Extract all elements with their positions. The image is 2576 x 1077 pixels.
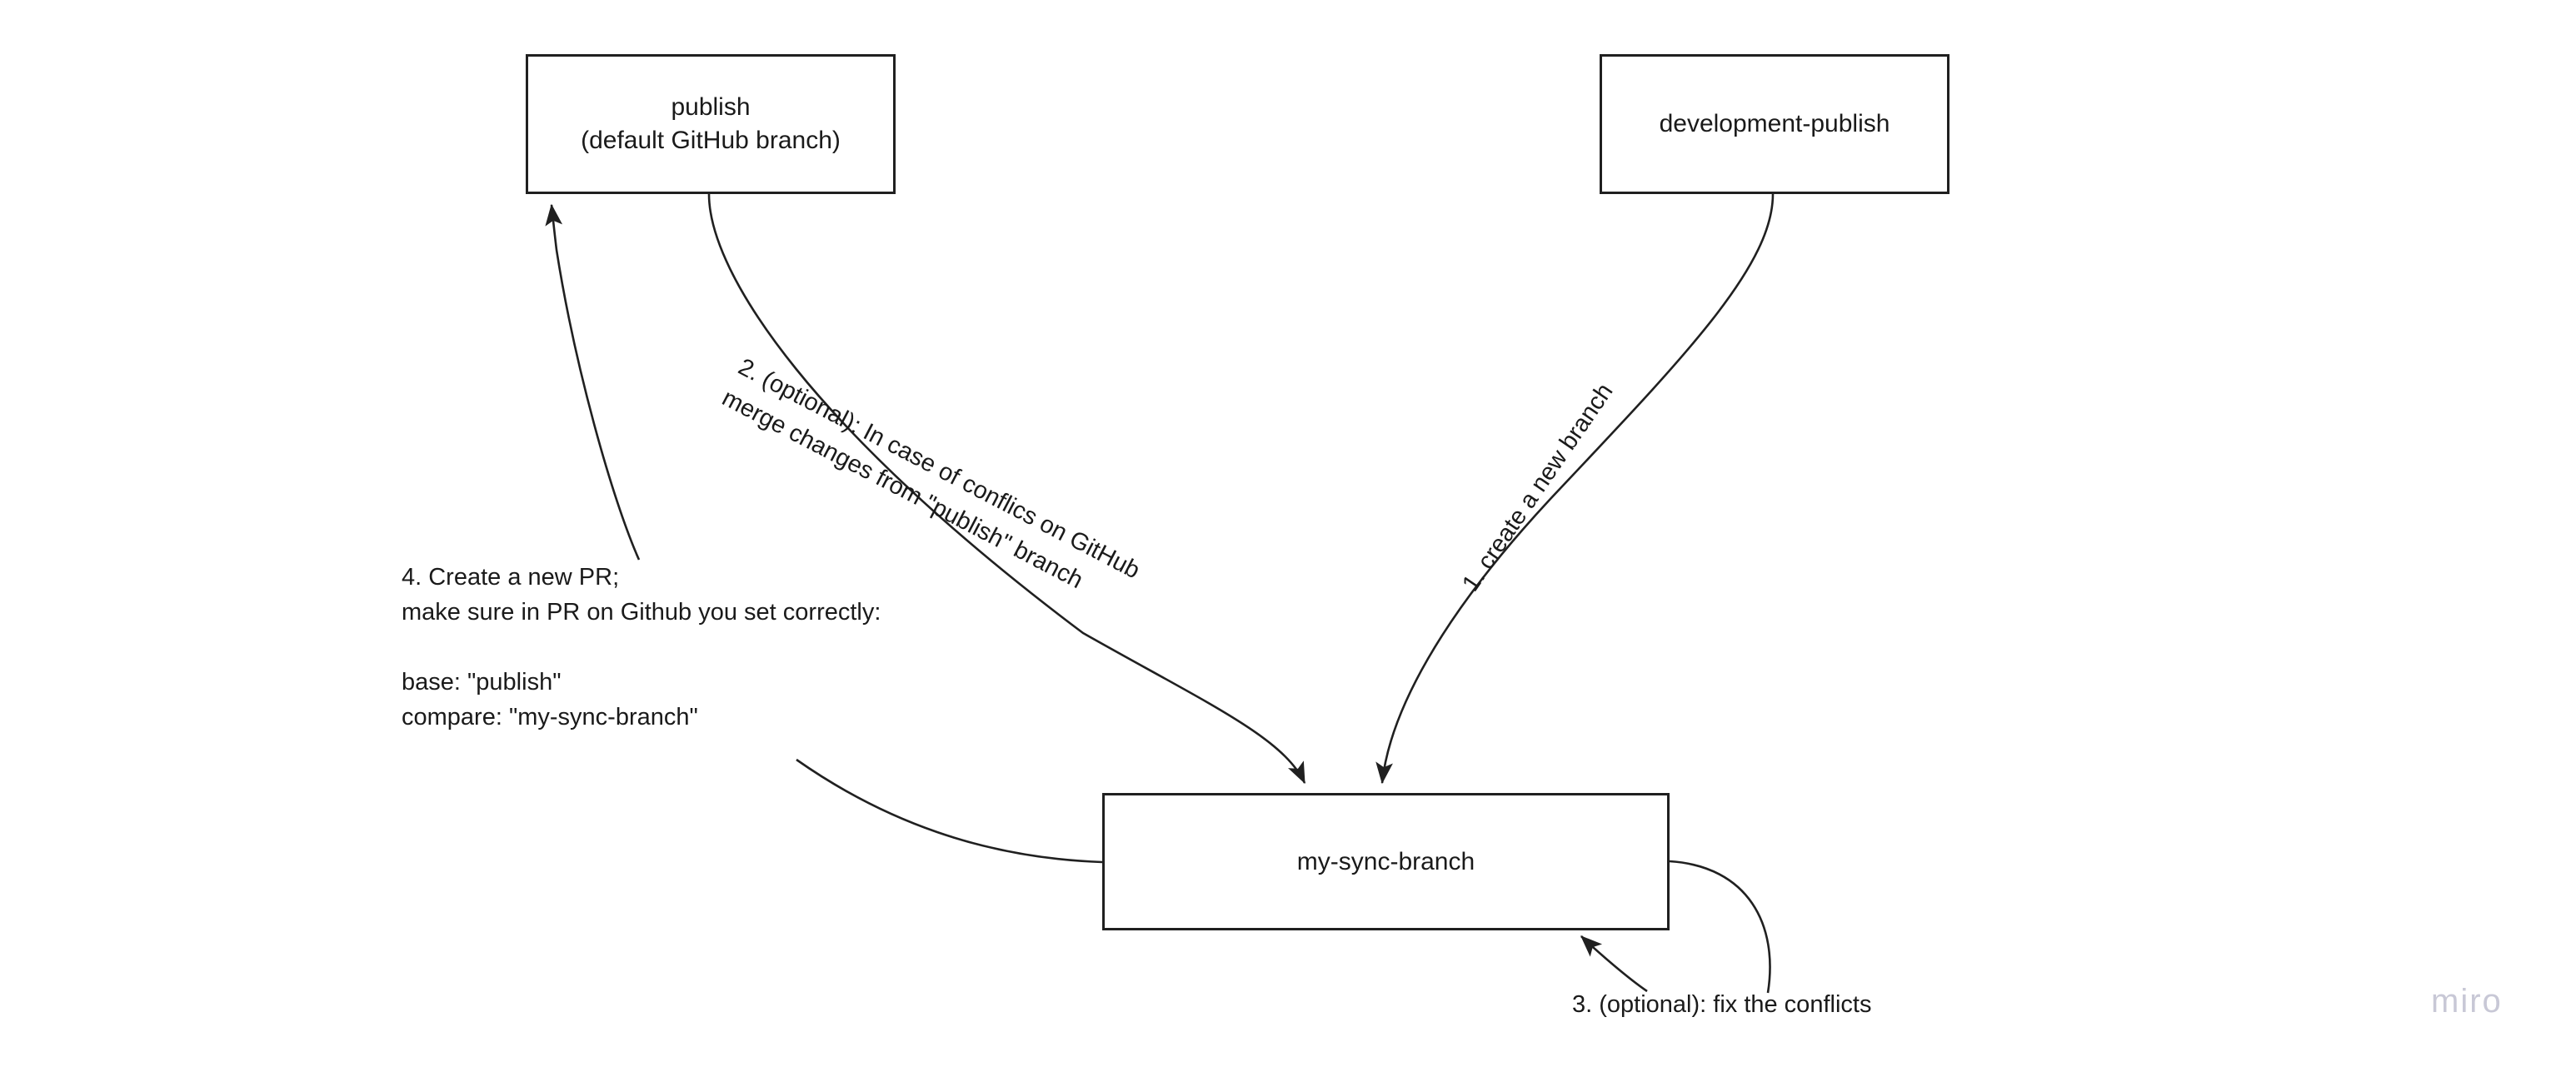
edge-development-to-sync xyxy=(1375,193,1775,785)
edge-sync-self-loop xyxy=(1669,860,1771,994)
node-publish-label: publish (default GitHub branch) xyxy=(581,93,841,154)
edge-fix-conflicts-pointer xyxy=(1580,935,1648,993)
node-my-sync-branch-label: my-sync-branch xyxy=(1296,847,1475,875)
node-development-publish[interactable]: development-publish xyxy=(1600,54,1949,194)
node-my-sync-branch[interactable]: my-sync-branch xyxy=(1102,793,1670,930)
miro-watermark: miro xyxy=(2431,983,2503,1020)
edge-label-fix-conflicts[interactable]: 3. (optional): fix the conflicts xyxy=(1572,991,1872,1018)
edge-publish-to-sync xyxy=(707,193,1306,785)
edge-pr-to-sync xyxy=(796,758,1103,864)
edge-pr-to-publish xyxy=(545,203,641,561)
node-development-publish-label: development-publish xyxy=(1659,110,1890,138)
edge-label-create-pr[interactable]: 4. Create a new PR; make sure in PR on G… xyxy=(402,564,881,731)
node-publish[interactable]: publish (default GitHub branch) xyxy=(526,54,896,194)
